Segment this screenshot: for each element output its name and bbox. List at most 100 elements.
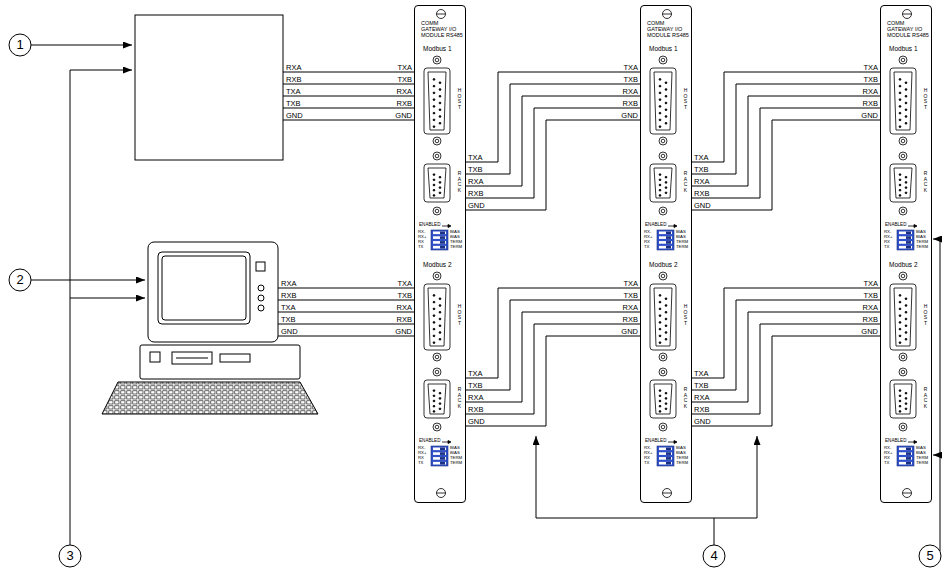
device-wires (283, 72, 414, 120)
switch-label: RX- (418, 230, 425, 235)
module-title: COMM GATEWAY I/O MODULE RS485 (647, 21, 689, 38)
signal-name: TXB (397, 76, 412, 83)
switch-label: TERM (676, 240, 688, 245)
signal-name: GND (621, 112, 638, 119)
signal-name: RXA (397, 304, 412, 311)
switch-label: RX- (644, 446, 651, 451)
wire-bundle (692, 288, 880, 426)
switch-label: TERM (676, 461, 688, 466)
signal-name: RXA (281, 280, 296, 287)
signal-name: RXB (863, 316, 878, 323)
signal-name: RXA (694, 394, 709, 401)
signal-name: GND (694, 202, 711, 209)
wire (466, 336, 640, 426)
connector-label: HOST (457, 304, 462, 326)
signal-name: RXB (623, 100, 638, 107)
signal-name: RXB (281, 292, 296, 299)
switch-label: RX (644, 456, 650, 461)
switch-label: TERM (450, 456, 462, 461)
wire (692, 96, 880, 186)
signal-name: TXB (286, 100, 301, 107)
wire (466, 96, 640, 186)
connector-label: RACK (923, 387, 928, 409)
wire (466, 312, 640, 402)
computer-wires (278, 288, 414, 336)
signal-name: RXB (623, 316, 638, 323)
wire-bundle (466, 72, 640, 210)
port-heading: Modbus 2 (649, 262, 678, 269)
signal-name: RXB (468, 190, 483, 197)
card-illustration (641, 6, 693, 504)
switch-label: TERM (916, 240, 928, 245)
computer-illustration (102, 242, 318, 414)
signal-name: TXA (468, 154, 483, 161)
module-title: COMM GATEWAY I/O MODULE RS485 (421, 21, 463, 38)
switch-label: BIAS (916, 446, 926, 451)
io-module-card: COMM GATEWAY I/O MODULE RS485Modbus 1HOS… (880, 5, 932, 503)
switch-label: BIAS (916, 230, 926, 235)
connector-label: HOST (923, 304, 928, 326)
callout-number: 3 (59, 548, 81, 564)
switch-label: RX+ (644, 451, 652, 456)
callout-number: 2 (9, 272, 31, 288)
switch-label: RX- (644, 230, 651, 235)
wire (692, 72, 880, 162)
wire (692, 108, 880, 198)
card-illustration (881, 6, 933, 504)
signal-name: TXA (623, 64, 638, 71)
connector-label: RACK (923, 171, 928, 193)
switch-label: RX+ (644, 235, 652, 240)
signal-name: GND (861, 328, 878, 335)
signal-name: RXA (397, 88, 412, 95)
signal-name: TXB (468, 166, 483, 173)
signal-name: RXA (623, 88, 638, 95)
wire-bundle (692, 72, 880, 210)
switch-label: RX- (418, 446, 425, 451)
connector-label: RACK (457, 387, 462, 409)
signal-name: GND (281, 328, 298, 335)
switch-heading: ENABLED (419, 223, 440, 228)
module-title: COMM GATEWAY I/O MODULE RS485 (887, 21, 929, 38)
switch-label: TERM (676, 245, 688, 250)
signal-name: TXB (623, 292, 638, 299)
signal-name: TXA (397, 280, 412, 287)
connector-label: RACK (457, 171, 462, 193)
signal-name: RXA (694, 178, 709, 185)
switch-label: BIAS (676, 235, 686, 240)
switch-label: TERM (916, 456, 928, 461)
connector-label: HOST (683, 88, 688, 110)
switch-label: RX+ (884, 235, 892, 240)
wire (692, 288, 880, 378)
io-module-card: COMM GATEWAY I/O MODULE RS485Modbus 1HOS… (640, 5, 692, 503)
wire (466, 84, 640, 174)
signal-name: RXA (468, 394, 483, 401)
switch-label: BIAS (676, 451, 686, 456)
signal-name: TXA (397, 64, 412, 71)
signal-name: RXA (863, 304, 878, 311)
port-heading: Modbus 2 (423, 262, 452, 269)
signal-name: TXA (694, 370, 709, 377)
signal-name: RXB (694, 406, 709, 413)
switch-heading: ENABLED (645, 439, 666, 444)
signal-name: TXA (694, 154, 709, 161)
wire (692, 312, 880, 402)
switch-label: TX (644, 461, 650, 466)
connector-label: RACK (683, 387, 688, 409)
wire (692, 336, 880, 426)
port-heading: Modbus 1 (423, 46, 452, 53)
switch-heading: ENABLED (419, 439, 440, 444)
wire (466, 288, 640, 378)
switch-label: BIAS (676, 230, 686, 235)
switch-label: TERM (450, 461, 462, 466)
signal-name: GND (468, 202, 485, 209)
signal-name: TXB (863, 76, 878, 83)
signal-name: GND (861, 112, 878, 119)
wire (466, 324, 640, 414)
callout-number: 5 (919, 548, 941, 564)
switch-label: TERM (916, 461, 928, 466)
signal-name: TXB (694, 382, 709, 389)
io-module-card: COMM GATEWAY I/O MODULE RS485Modbus 1 HOS… (414, 5, 466, 503)
wire (466, 72, 640, 162)
